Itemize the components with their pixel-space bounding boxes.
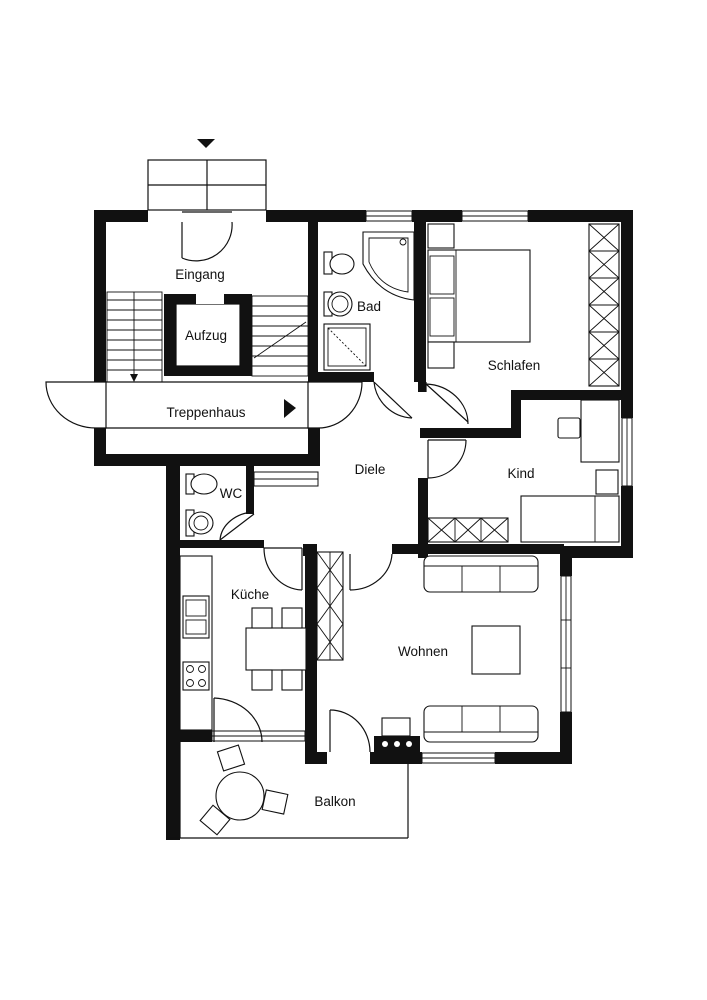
stove — [182, 661, 210, 691]
wc-toilet — [190, 473, 218, 495]
double-bed — [427, 249, 531, 343]
room-label-aufzug: Aufzug — [185, 328, 227, 343]
bathroom-fixtures — [323, 231, 415, 371]
chair — [281, 607, 303, 629]
entrance-arrow-icon — [197, 139, 215, 148]
coffee-table — [471, 625, 521, 675]
room-label-wohnen: Wohnen — [398, 644, 448, 659]
living-room-furniture — [316, 551, 539, 752]
room-label-kueche: Küche — [231, 587, 269, 602]
kids-room-furniture — [427, 399, 620, 543]
bad-door — [373, 381, 413, 419]
kitchen-counter — [179, 555, 213, 731]
stove-heater — [381, 717, 411, 737]
room-label-treppenhaus: Treppenhaus — [166, 405, 245, 420]
toilet — [329, 253, 355, 275]
balkon-door — [213, 697, 371, 753]
balcony — [166, 742, 409, 839]
windows — [211, 210, 633, 764]
schlafen-door — [425, 382, 469, 425]
interior-walls — [180, 222, 621, 764]
desk-chair — [557, 417, 581, 439]
dining-table — [245, 627, 307, 671]
bad-sink — [327, 291, 353, 317]
room-label-diele: Diele — [355, 462, 386, 477]
wohnen-door — [349, 553, 393, 591]
balcony-chair — [199, 804, 231, 836]
balcony-chair — [216, 744, 246, 772]
desk — [580, 399, 620, 463]
sofa-bottom — [423, 705, 539, 743]
entrance-door — [181, 211, 233, 262]
chair — [251, 607, 273, 629]
balcony-table — [215, 771, 265, 821]
entrance-canopy — [147, 139, 267, 211]
kitchen-door — [263, 547, 303, 591]
room-label-eingang: Eingang — [175, 267, 225, 282]
stairs-right — [251, 295, 309, 377]
kitchen-furniture — [179, 555, 307, 731]
bedroom-furniture — [427, 223, 620, 387]
room-label-balkon: Balkon — [314, 794, 355, 809]
kitchen-sink — [182, 595, 210, 639]
stairs-left — [106, 291, 163, 383]
corner-bathtub — [362, 231, 415, 301]
balcony-chair — [261, 789, 289, 815]
wc-sink — [188, 511, 214, 535]
room-label-schlafen: Schlafen — [488, 358, 541, 373]
single-bed — [520, 495, 620, 543]
chair — [281, 669, 303, 691]
room-label-wc: WC — [220, 486, 243, 501]
room-label-bad: Bad — [357, 299, 381, 314]
chair — [251, 669, 273, 691]
room-labels: Eingang Aufzug Treppenhaus Bad Schlafen … — [166, 267, 540, 809]
sofa-top — [423, 555, 539, 593]
kind-door — [427, 439, 467, 479]
room-label-kind: Kind — [507, 466, 534, 481]
exterior-walls — [94, 210, 633, 840]
elevator-shaft — [164, 294, 252, 376]
stair-direction-arrow-icon — [284, 399, 296, 418]
wc-fixtures — [185, 473, 255, 541]
